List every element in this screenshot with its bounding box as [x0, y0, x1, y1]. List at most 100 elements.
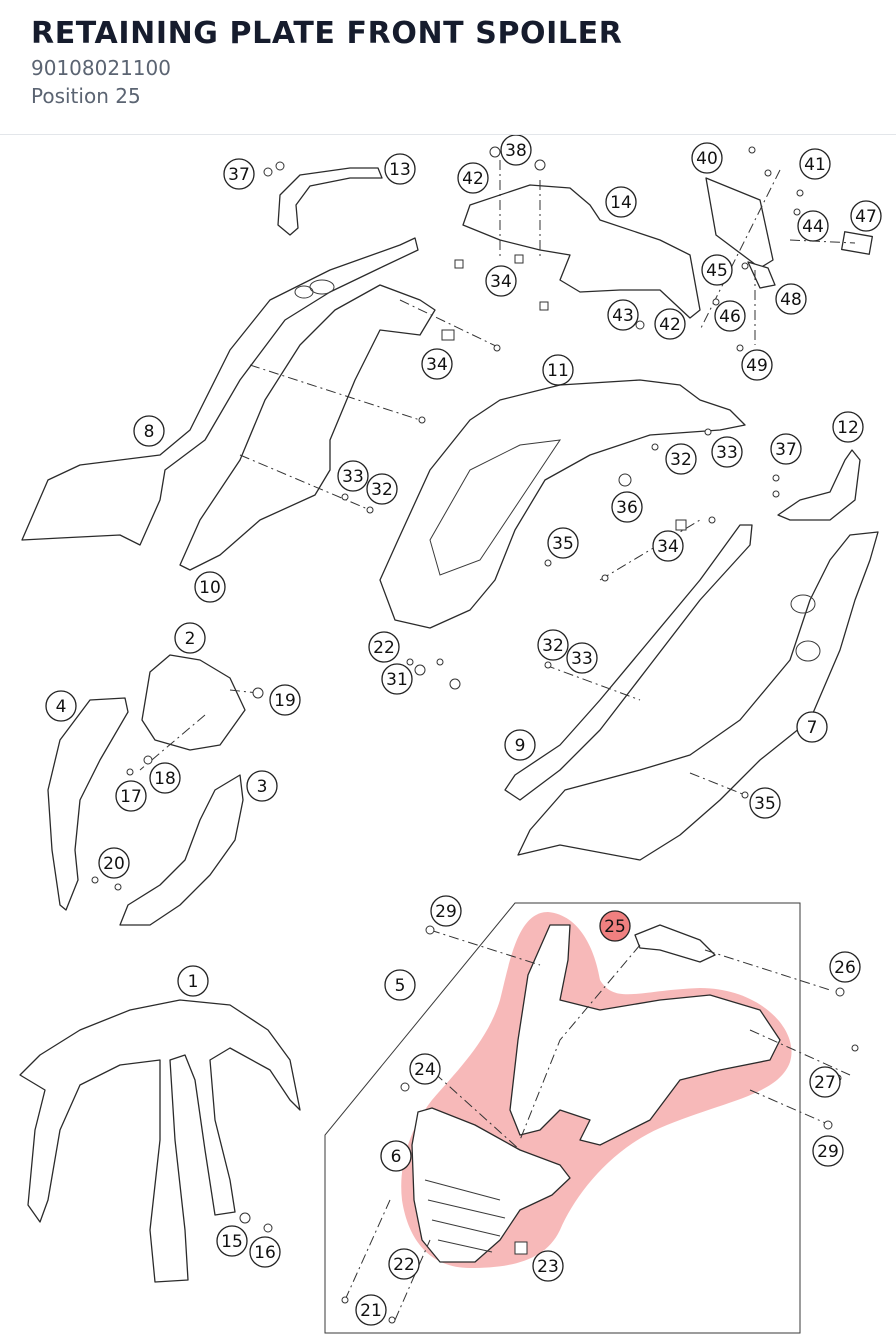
callout-circle[interactable]	[796, 711, 828, 743]
callout-circle[interactable]	[799, 148, 831, 180]
callout-circle[interactable]	[485, 265, 517, 297]
callout-5[interactable]: 5	[384, 969, 416, 1001]
callout-circle[interactable]	[409, 1053, 441, 1085]
callout-4[interactable]: 4	[45, 690, 77, 722]
callout-18[interactable]: 18	[149, 762, 181, 794]
callout-1[interactable]: 1	[177, 965, 209, 997]
callout-9[interactable]: 9	[504, 729, 536, 761]
callout-circle[interactable]	[246, 770, 278, 802]
callout-circle[interactable]	[607, 299, 639, 331]
callout-37[interactable]: 37	[770, 433, 802, 465]
callout-25[interactable]: 25	[599, 910, 631, 942]
callout-29[interactable]: 29	[812, 1135, 844, 1167]
callout-circle[interactable]	[711, 436, 743, 468]
callout-circle[interactable]	[749, 787, 781, 819]
callout-44[interactable]: 44	[797, 210, 829, 242]
callout-circle[interactable]	[829, 951, 861, 983]
callout-11[interactable]: 11	[542, 354, 574, 386]
callout-circle[interactable]	[216, 1225, 248, 1257]
callout-3[interactable]: 3	[246, 770, 278, 802]
callout-circle[interactable]	[812, 1135, 844, 1167]
callout-circle[interactable]	[177, 965, 209, 997]
callout-circle[interactable]	[98, 847, 130, 879]
callout-26[interactable]: 26	[829, 951, 861, 983]
callout-circle[interactable]	[457, 162, 489, 194]
callout-10[interactable]: 10	[194, 571, 226, 603]
callout-27[interactable]: 27	[809, 1066, 841, 1098]
callout-circle[interactable]	[149, 762, 181, 794]
callout-32[interactable]: 32	[665, 443, 697, 475]
callout-49[interactable]: 49	[741, 349, 773, 381]
callout-circle[interactable]	[532, 1250, 564, 1282]
callout-circle[interactable]	[504, 729, 536, 761]
callout-circle[interactable]	[381, 663, 413, 695]
callout-34[interactable]: 34	[421, 348, 453, 380]
callout-6[interactable]: 6	[380, 1140, 412, 1172]
callout-40[interactable]: 40	[691, 142, 723, 174]
callout-circle[interactable]	[223, 158, 255, 190]
callout-20[interactable]: 20	[98, 847, 130, 879]
callout-circle[interactable]	[269, 684, 301, 716]
callout-circle[interactable]	[537, 629, 569, 661]
callout-14[interactable]: 14	[605, 186, 637, 218]
callout-32[interactable]: 32	[537, 629, 569, 661]
callout-circle[interactable]	[599, 910, 631, 942]
callout-circle[interactable]	[652, 530, 684, 562]
callout-46[interactable]: 46	[714, 300, 746, 332]
callout-19[interactable]: 19	[269, 684, 301, 716]
callout-36[interactable]: 36	[611, 491, 643, 523]
callout-22[interactable]: 22	[388, 1248, 420, 1280]
callout-17[interactable]: 17	[115, 780, 147, 812]
callout-8[interactable]: 8	[133, 415, 165, 447]
callout-circle[interactable]	[249, 1236, 281, 1268]
callout-34[interactable]: 34	[485, 265, 517, 297]
callout-circle[interactable]	[797, 210, 829, 242]
callout-circle[interactable]	[741, 349, 773, 381]
callout-circle[interactable]	[500, 135, 532, 166]
callout-42[interactable]: 42	[654, 308, 686, 340]
callout-45[interactable]: 45	[701, 254, 733, 286]
callout-33[interactable]: 33	[566, 642, 598, 674]
callout-circle[interactable]	[775, 283, 807, 315]
callout-circle[interactable]	[832, 411, 864, 443]
callout-34[interactable]: 34	[652, 530, 684, 562]
callout-circle[interactable]	[611, 491, 643, 523]
callout-29[interactable]: 29	[430, 895, 462, 927]
callout-circle[interactable]	[355, 1294, 387, 1326]
callout-circle[interactable]	[194, 571, 226, 603]
callout-33[interactable]: 33	[337, 460, 369, 492]
callout-35[interactable]: 35	[547, 527, 579, 559]
callout-circle[interactable]	[368, 631, 400, 663]
callout-circle[interactable]	[809, 1066, 841, 1098]
callout-48[interactable]: 48	[775, 283, 807, 315]
callout-circle[interactable]	[430, 895, 462, 927]
callout-circle[interactable]	[337, 460, 369, 492]
callout-37[interactable]: 37	[223, 158, 255, 190]
callout-circle[interactable]	[654, 308, 686, 340]
callout-16[interactable]: 16	[249, 1236, 281, 1268]
callout-13[interactable]: 13	[384, 153, 416, 185]
callout-22[interactable]: 22	[368, 631, 400, 663]
callout-circle[interactable]	[388, 1248, 420, 1280]
callout-12[interactable]: 12	[832, 411, 864, 443]
callout-15[interactable]: 15	[216, 1225, 248, 1257]
callout-circle[interactable]	[421, 348, 453, 380]
callout-circle[interactable]	[384, 153, 416, 185]
callout-circle[interactable]	[366, 473, 398, 505]
callout-47[interactable]: 47	[850, 200, 882, 232]
callout-21[interactable]: 21	[355, 1294, 387, 1326]
callout-7[interactable]: 7	[796, 711, 828, 743]
callout-circle[interactable]	[542, 354, 574, 386]
callout-23[interactable]: 23	[532, 1250, 564, 1282]
callout-2[interactable]: 2	[174, 622, 206, 654]
callout-35[interactable]: 35	[749, 787, 781, 819]
callout-41[interactable]: 41	[799, 148, 831, 180]
callout-31[interactable]: 31	[381, 663, 413, 695]
callout-32[interactable]: 32	[366, 473, 398, 505]
callout-circle[interactable]	[605, 186, 637, 218]
callout-circle[interactable]	[547, 527, 579, 559]
callout-circle[interactable]	[45, 690, 77, 722]
callout-42[interactable]: 42	[457, 162, 489, 194]
callout-circle[interactable]	[566, 642, 598, 674]
callout-circle[interactable]	[770, 433, 802, 465]
